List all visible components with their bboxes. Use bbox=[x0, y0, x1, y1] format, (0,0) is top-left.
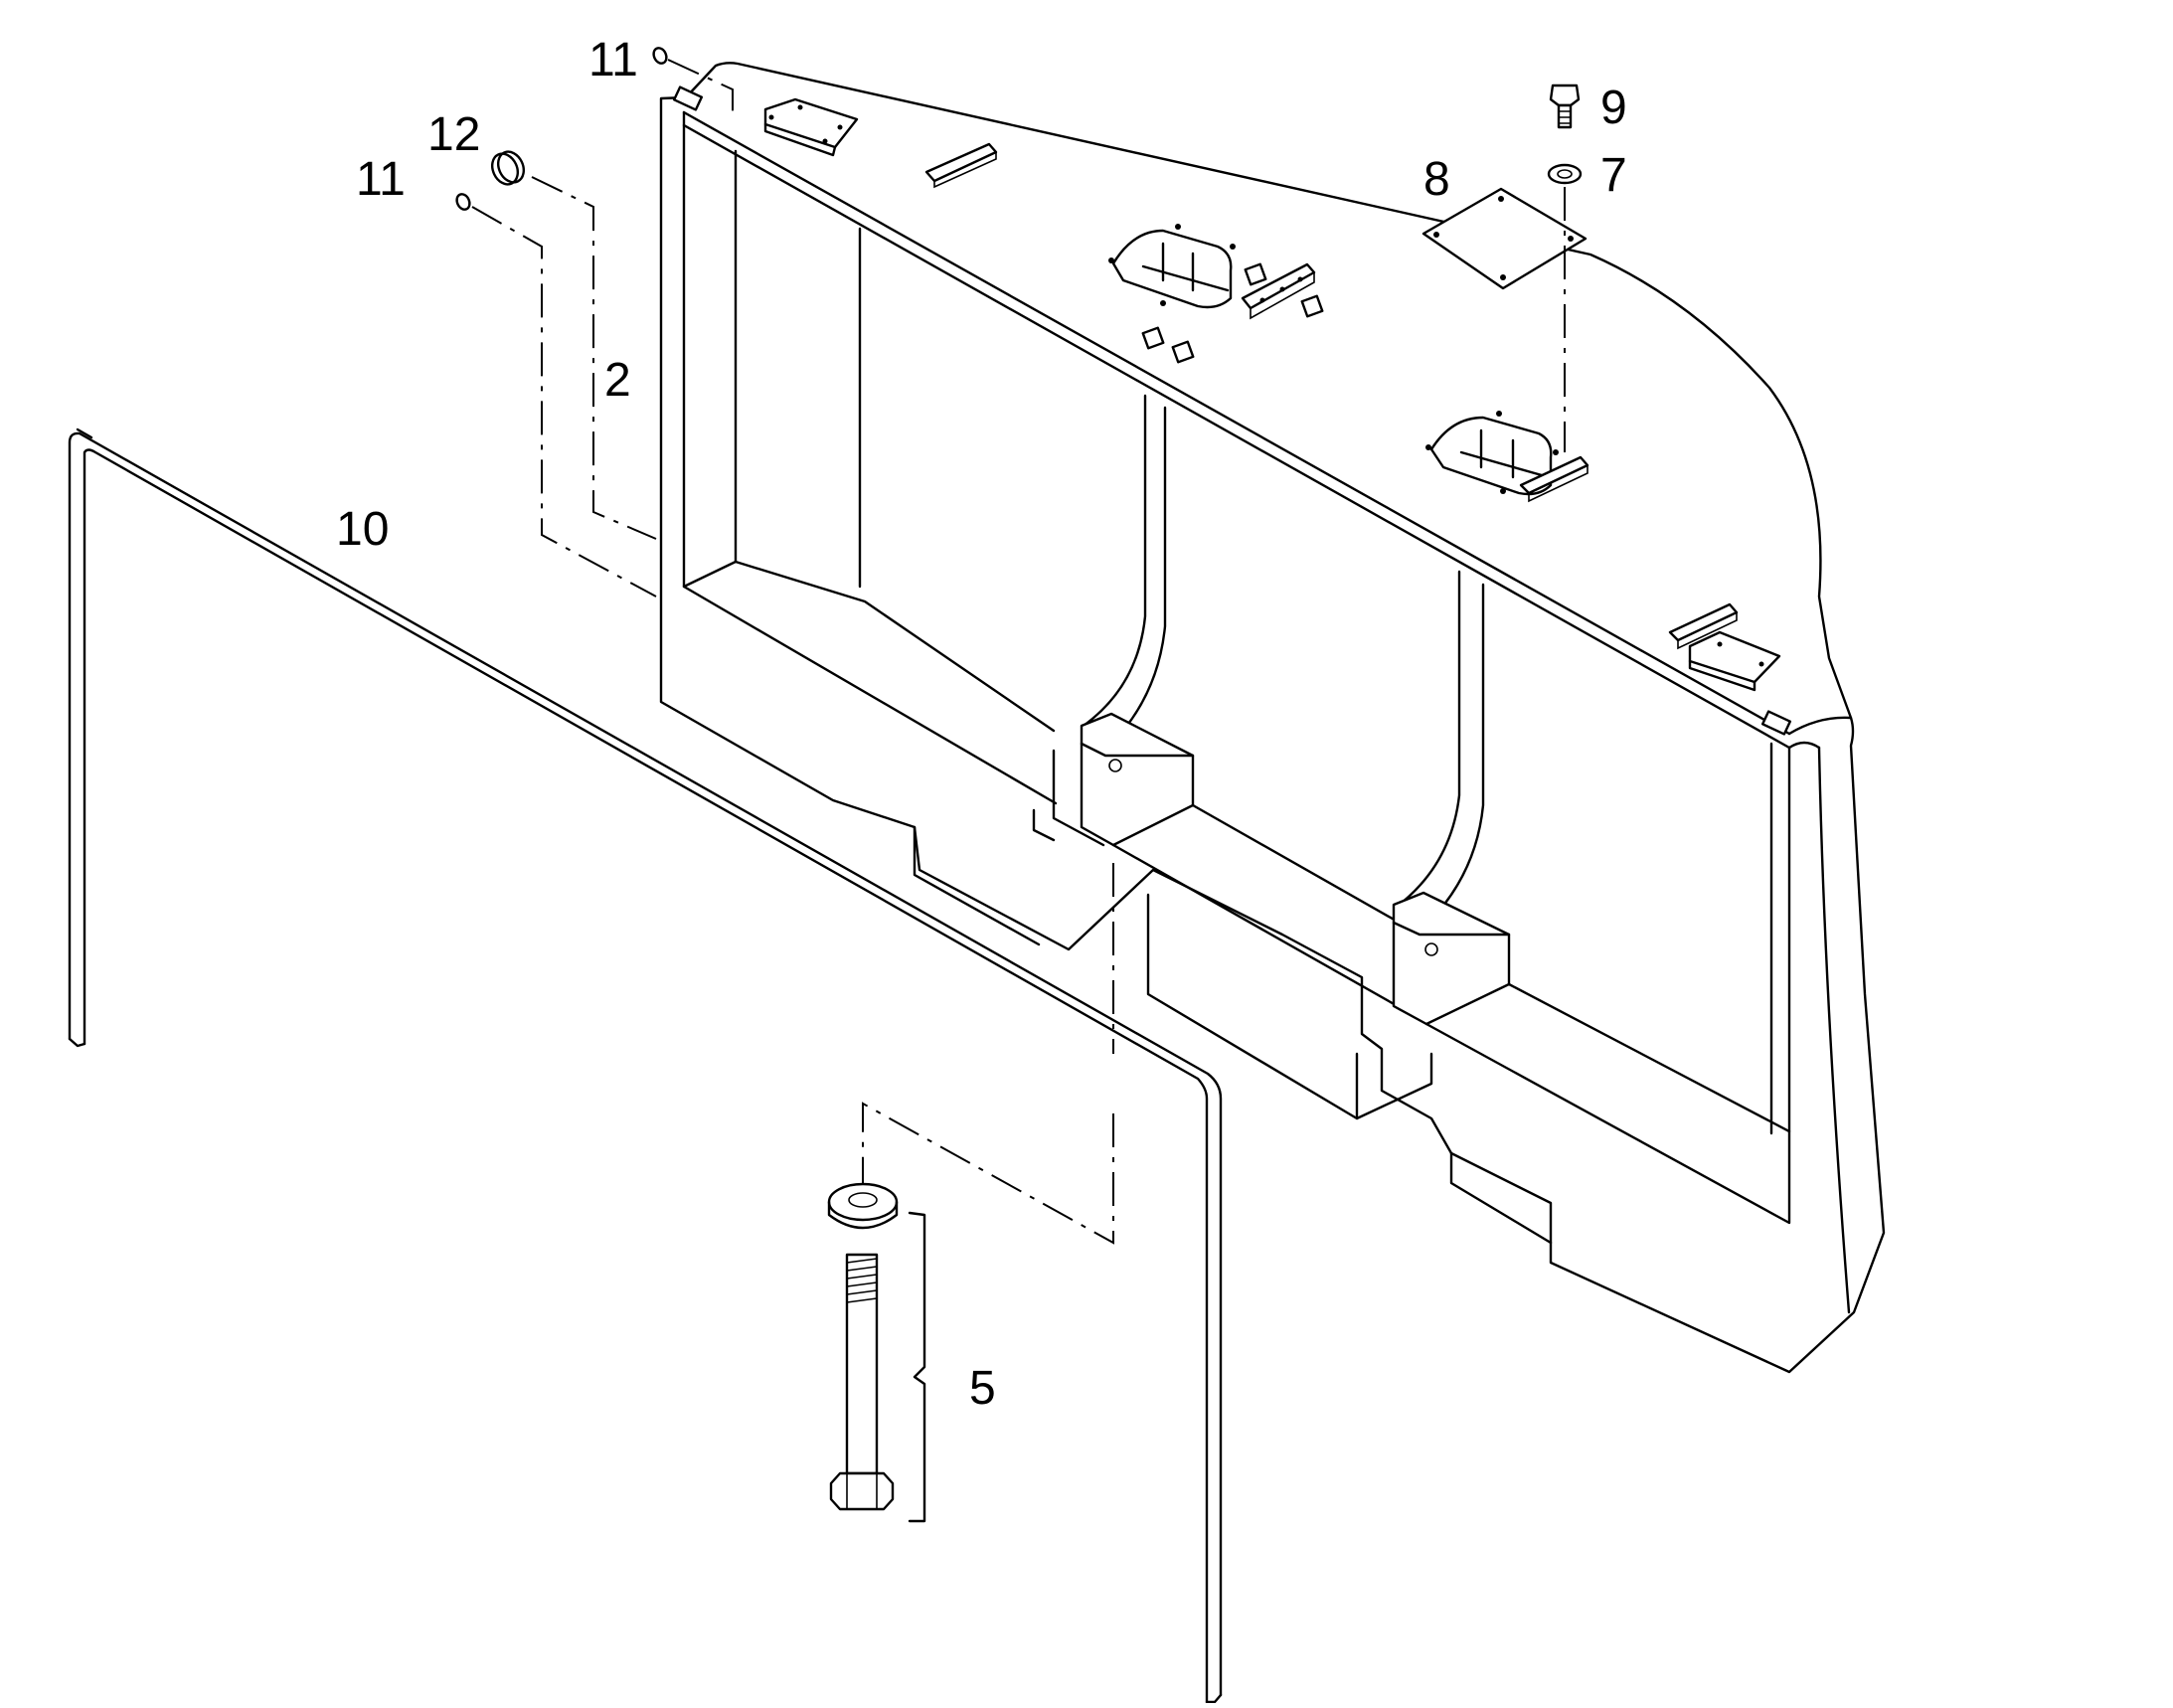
bolt-hole-middle bbox=[1108, 759, 1122, 772]
strip-a bbox=[924, 142, 998, 189]
callout-11-left: 11 bbox=[356, 153, 406, 206]
right-side-edge bbox=[1817, 746, 1851, 1314]
strip-b bbox=[1241, 262, 1316, 320]
right-frame-inner bbox=[1424, 746, 1791, 1225]
guard-frame bbox=[68, 427, 1223, 1704]
left-lower-step bbox=[913, 825, 1041, 946]
top-pad-rear bbox=[1688, 630, 1781, 692]
right-bay-back bbox=[1507, 982, 1791, 1133]
callout-10: 10 bbox=[336, 503, 389, 556]
middle-floor-back bbox=[1191, 803, 1414, 932]
bolt-9 bbox=[1549, 84, 1581, 129]
callout-7: 7 bbox=[1600, 149, 1627, 202]
top-right-edge bbox=[1787, 716, 1853, 736]
left-bay-floor bbox=[682, 560, 738, 589]
counterweight-outline bbox=[659, 62, 1886, 1374]
washer-7 bbox=[1547, 163, 1583, 185]
access-opening-front bbox=[1108, 224, 1236, 309]
middle-step-left bbox=[1032, 808, 1056, 842]
middle-pillar-block-top bbox=[1080, 742, 1195, 758]
left-bay-back bbox=[734, 149, 1056, 733]
seal-11-left bbox=[455, 193, 471, 211]
counterweight-body bbox=[659, 62, 1886, 1374]
callout-5: 5 bbox=[969, 1362, 996, 1415]
right-corner bbox=[1787, 741, 1821, 750]
callout-8: 8 bbox=[1423, 153, 1450, 206]
strip-d bbox=[1668, 602, 1739, 650]
top-pad-front bbox=[763, 97, 859, 157]
strip-c bbox=[1519, 455, 1589, 503]
washer-5 bbox=[827, 1182, 899, 1230]
leader-lines bbox=[471, 59, 1566, 1245]
seal-11-top bbox=[652, 47, 668, 65]
plug-12 bbox=[490, 150, 526, 186]
cover-plate bbox=[1421, 187, 1588, 290]
right-lower-step bbox=[1449, 1151, 1553, 1245]
right-pillar-front bbox=[1395, 570, 1461, 909]
middle-pillar-front bbox=[1082, 394, 1147, 728]
bracket-5 bbox=[908, 1211, 926, 1523]
access-opening-rear bbox=[1425, 411, 1559, 496]
callout-11-top: 11 bbox=[588, 34, 638, 86]
top-front-edge bbox=[682, 110, 1791, 736]
callout-12: 12 bbox=[427, 108, 480, 161]
middle-floor bbox=[1111, 843, 1414, 1016]
bolt-hole-right bbox=[1424, 942, 1438, 956]
callout-2: 2 bbox=[604, 354, 631, 407]
lugs bbox=[672, 85, 1792, 736]
top-front-edge-inner bbox=[682, 123, 1791, 750]
long-bolt-5 bbox=[829, 1253, 895, 1511]
right-pillar-block-top bbox=[1392, 921, 1511, 937]
callout-9: 9 bbox=[1600, 82, 1627, 134]
callout-labels: 11 12 11 2 10 9 7 8 5 bbox=[336, 34, 1627, 1415]
middle-block-left bbox=[1052, 749, 1105, 847]
